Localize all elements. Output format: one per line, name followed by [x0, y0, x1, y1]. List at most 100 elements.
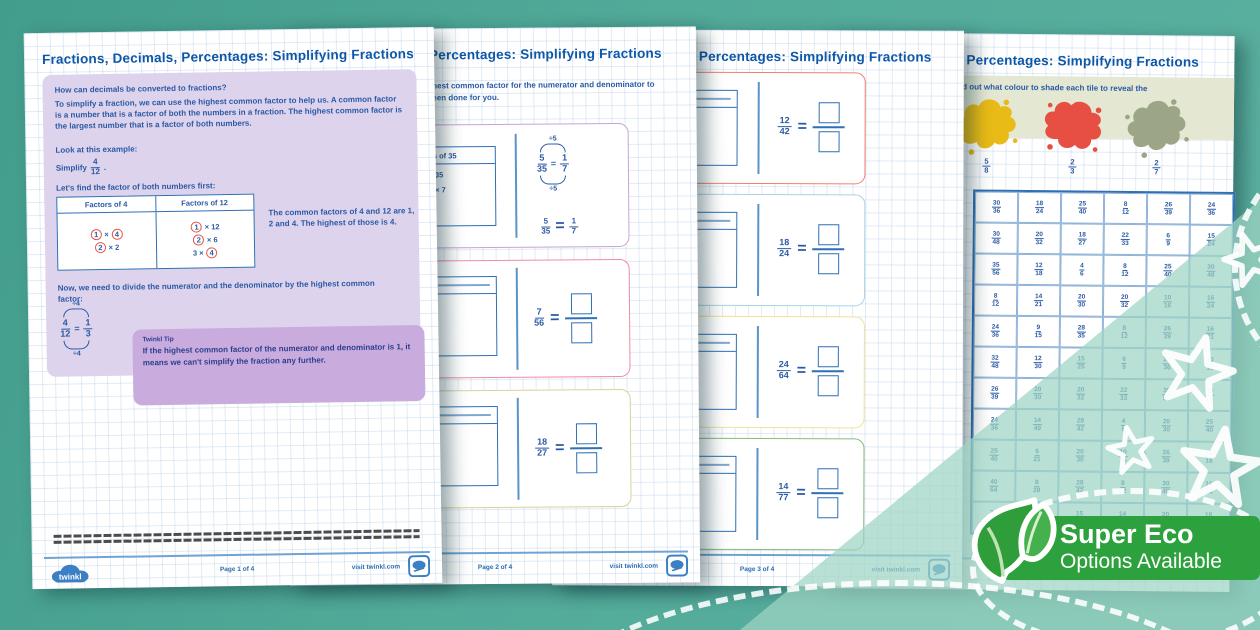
write-line — [437, 284, 490, 287]
answer-box[interactable] — [570, 321, 593, 343]
worksheet-page-2: Percentages: Simplifying Fractions hest … — [285, 26, 701, 586]
visit-link[interactable]: visit twinkl.com — [351, 563, 401, 572]
factor-text: × — [102, 229, 111, 240]
circled-factor: 4 — [206, 246, 218, 258]
equals-sign: = — [796, 361, 807, 379]
equals-sign: = — [74, 323, 80, 334]
factor-pair: 1 × 4 — [90, 228, 123, 241]
page-footer: twinkl Page 1 of 4 visit twinkl.com — [32, 550, 442, 589]
visit-link[interactable]: visit twinkl.com — [609, 562, 659, 571]
arrow-arc — [540, 175, 567, 185]
fraction-bar — [811, 492, 844, 494]
factor-pair: 2 × 6 — [193, 233, 218, 246]
circled-factor: 1 — [190, 220, 203, 233]
answer-box[interactable] — [570, 293, 592, 315]
super-eco-badge[interactable]: Super Eco Options Available — [971, 497, 1260, 584]
box-divider — [756, 447, 759, 541]
tip-body: If the highest common factor of the nume… — [142, 342, 411, 368]
factor-text: × 6 — [204, 234, 218, 244]
arrow-arc — [539, 143, 566, 153]
answer-box[interactable] — [817, 374, 839, 396]
answer-fraction — [570, 423, 603, 473]
answer-box[interactable] — [817, 468, 839, 490]
answer-box[interactable] — [817, 346, 839, 368]
leaf-icon — [958, 492, 1062, 596]
arrow-arc — [63, 308, 90, 318]
twinkl-logo: twinkl — [51, 564, 89, 583]
circled-factor: 2 — [94, 241, 107, 254]
simplify-label: Simplify — [55, 162, 87, 173]
answer-box[interactable] — [818, 224, 840, 246]
answer-box[interactable] — [818, 102, 840, 124]
instruction-line: hest common factor for the numerator and… — [432, 79, 655, 91]
quality-badge-icon — [407, 555, 431, 578]
answer-box[interactable] — [818, 130, 840, 152]
factor-text: × 12 — [202, 221, 220, 231]
factors-table: Factors of 4 Factors of 12 1 × 4 2 × 2 1… — [56, 193, 256, 271]
star-icon — [1180, 425, 1260, 508]
fraction-bar — [812, 370, 845, 372]
factors-table-body: 1 × 4 2 × 2 1 × 12 2 × 6 3 × 4 — [57, 210, 255, 270]
equals-sign: = — [797, 117, 808, 135]
factors-of-4-header: Factors of 4 — [84, 199, 128, 210]
circled-factor: 2 — [193, 233, 205, 246]
equals-sign: = — [555, 217, 565, 235]
badge-line-2: Options Available — [1060, 549, 1222, 573]
answer-fraction — [812, 346, 845, 396]
box-divider — [756, 325, 759, 419]
factors-of-12-cell: 1 × 12 2 × 6 3 × 4 — [154, 210, 255, 269]
page-title: Fractions, Decimals, Percentages: Simpli… — [41, 46, 415, 67]
paint-splat-icon — [1125, 99, 1189, 158]
instruction-line: d out what colour to shade each tile to … — [962, 82, 1148, 94]
panel-intro: To simplify a fraction, we can use the h… — [54, 94, 403, 132]
factor-pair: 1 × 12 — [190, 220, 220, 233]
common-factors-note: The common factors of 4 and 12 are 1, 2 … — [268, 206, 415, 229]
answer-box[interactable] — [817, 496, 839, 518]
answer-fraction — [565, 293, 598, 343]
star-icon — [1162, 334, 1237, 412]
answer-box[interactable] — [817, 252, 840, 274]
answer-box[interactable] — [576, 451, 598, 473]
factor-pair: 3 × 4 — [193, 246, 218, 258]
divisor-label: ÷5 — [548, 135, 557, 143]
equals-sign: = — [555, 439, 565, 457]
answer-box[interactable] — [575, 423, 597, 445]
